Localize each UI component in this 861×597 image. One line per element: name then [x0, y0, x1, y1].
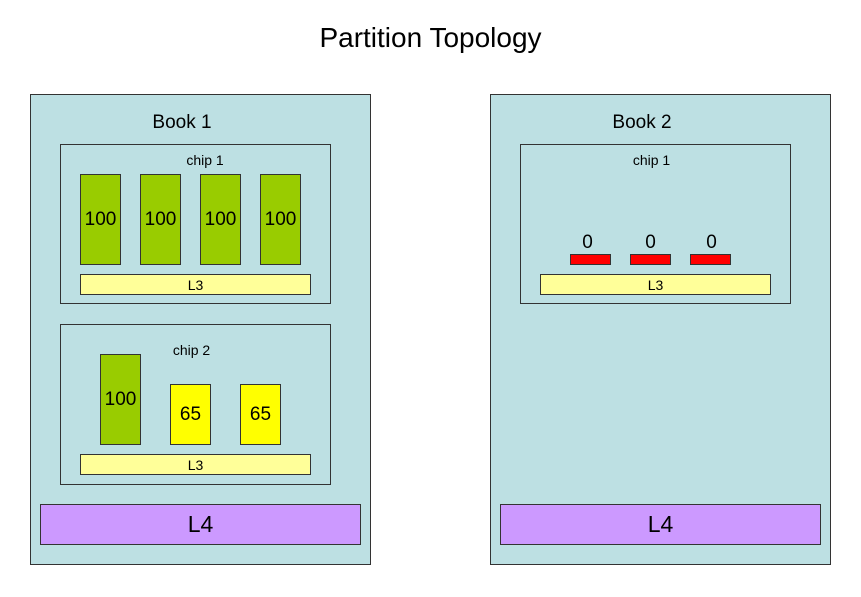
book-2-chip-1-core-2 [630, 254, 671, 265]
book-1-chip-2-label: chip 2 [172, 342, 211, 358]
diagram-title: Partition Topology [319, 22, 542, 53]
book-1-chip-2-core-2: 65 [170, 384, 211, 445]
book-2-l4-cache: L4 [500, 504, 821, 545]
book-1-chip-1-label: chip 1 [186, 152, 224, 168]
book-1-l4-cache: L4 [40, 504, 361, 545]
book-1-chip-1-core-2: 100 [140, 174, 181, 265]
book-1-chip-1-core-4: 100 [260, 174, 301, 265]
book-2-chip-1-core-3-value: 0 [706, 232, 717, 253]
book-1-chip-2 [60, 324, 331, 485]
book-1-label: Book 1 [152, 112, 212, 133]
book-1-chip-1-core-3: 100 [200, 174, 241, 265]
book-1-chip-1-l3-cache: L3 [80, 274, 311, 295]
book-1-chip-1 [60, 144, 331, 304]
book-2 [490, 94, 831, 565]
book-1-chip-1-core-1: 100 [80, 174, 121, 265]
book-1 [30, 94, 371, 565]
book-2-label: Book 2 [612, 112, 672, 133]
book-2-chip-1-core-1 [570, 254, 611, 265]
book-2-chip-1-core-1-value: 0 [582, 232, 593, 253]
book-1-chip-2-core-3: 65 [240, 384, 281, 445]
book-2-chip-1 [520, 144, 791, 304]
book-2-chip-1-core-2-value: 0 [645, 232, 656, 253]
book-2-chip-1-l3-cache: L3 [540, 274, 771, 295]
book-2-chip-1-label: chip 1 [632, 152, 671, 168]
book-1-chip-2-l3-cache: L3 [80, 454, 311, 475]
book-1-chip-2-core-1: 100 [100, 354, 141, 445]
book-2-chip-1-core-3 [690, 254, 731, 265]
